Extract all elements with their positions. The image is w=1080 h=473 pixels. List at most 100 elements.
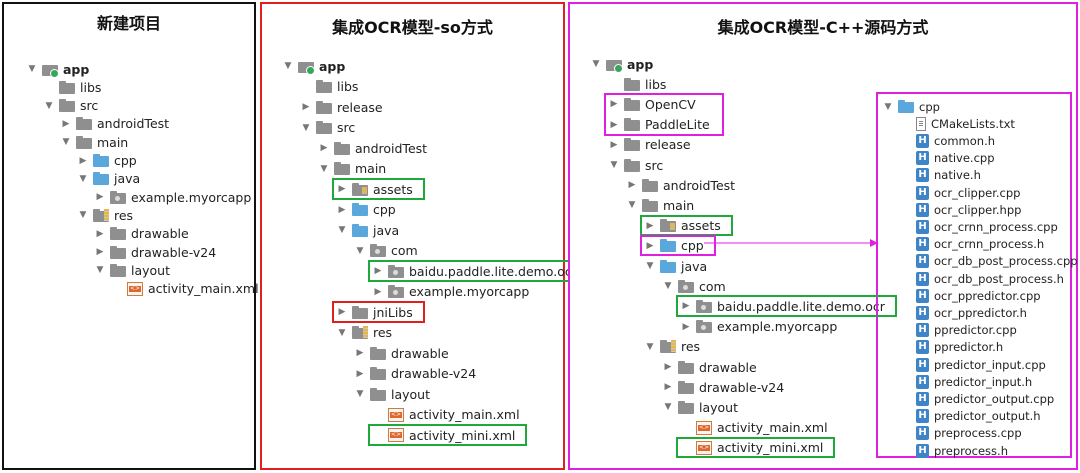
tree-item[interactable]: ▼com (662, 276, 726, 296)
tree-item[interactable]: ▶drawable-v24 (94, 242, 217, 262)
expand-right-icon[interactable]: ▶ (646, 240, 654, 251)
tree-item[interactable]: libs (608, 74, 666, 94)
expand-right-icon[interactable]: ▶ (320, 143, 328, 153)
tree-item[interactable]: ▼app (282, 56, 345, 76)
tree-item[interactable]: ▶cpp (644, 236, 704, 256)
expand-right-icon[interactable]: ▶ (96, 192, 104, 203)
expand-right-icon[interactable]: ▶ (610, 139, 618, 150)
tree-item[interactable]: ▼app (590, 54, 653, 74)
expand-right-icon[interactable]: ▶ (356, 348, 364, 358)
tree-item[interactable]: ▼res (644, 337, 701, 357)
tree-item[interactable]: libs (300, 77, 358, 97)
tree-item[interactable]: ▼main (626, 195, 695, 215)
tree-item[interactable]: activity_mini.xml (372, 425, 515, 445)
tree-item[interactable]: libs (43, 77, 101, 97)
expand-right-icon[interactable]: ▶ (96, 247, 104, 257)
expand-down-icon[interactable]: ▼ (28, 64, 36, 74)
expand-down-icon[interactable]: ▼ (610, 160, 618, 170)
expand-down-icon[interactable]: ▼ (356, 245, 364, 256)
tree-item[interactable]: ▶example.myorcapp (680, 317, 838, 337)
tree-item[interactable]: ▶drawable (94, 224, 189, 244)
tree-item[interactable]: ▼java (644, 256, 708, 276)
expand-down-icon[interactable]: ▼ (320, 163, 328, 174)
tree-item[interactable]: ▶OpenCV (608, 94, 696, 114)
tree-item[interactable]: ▶androidTest (626, 175, 736, 195)
expand-right-icon[interactable]: ▶ (646, 220, 654, 231)
tree-item[interactable]: ▶PaddleLite (608, 115, 710, 135)
expand-right-icon[interactable]: ▶ (682, 321, 690, 332)
expand-down-icon[interactable]: ▼ (592, 59, 600, 69)
expand-down-icon[interactable]: ▼ (302, 122, 310, 133)
expand-right-icon[interactable]: ▶ (628, 180, 636, 191)
tree-item[interactable]: ▶drawable-v24 (662, 377, 785, 397)
expand-right-icon[interactable]: ▶ (338, 204, 346, 215)
tree-item[interactable]: ▼main (60, 132, 129, 152)
expand-right-icon[interactable]: ▶ (302, 102, 310, 112)
expand-down-icon[interactable]: ▼ (96, 265, 104, 276)
expand-right-icon[interactable]: ▶ (664, 362, 672, 372)
expand-down-icon[interactable]: ▼ (45, 100, 53, 111)
tree-item[interactable]: activity_main.xml (372, 405, 520, 425)
expand-down-icon[interactable]: ▼ (646, 341, 654, 352)
expand-down-icon[interactable]: ▼ (62, 137, 70, 148)
expand-right-icon[interactable]: ▶ (96, 228, 104, 239)
tree-item[interactable]: ▶example.myorcapp (94, 187, 252, 207)
expand-right-icon[interactable]: ▶ (682, 301, 690, 312)
tree-item[interactable]: ▼src (43, 96, 99, 116)
tree-item[interactable]: ▼layout (662, 397, 738, 417)
tree-item[interactable]: ▶baidu.paddle.lite.demo.ocr (680, 296, 885, 316)
expand-right-icon[interactable]: ▶ (374, 286, 382, 297)
tree-item[interactable]: ▼layout (354, 384, 430, 404)
tree-item[interactable]: ▶drawable (354, 343, 449, 363)
tree-item[interactable]: ▼java (336, 220, 400, 240)
expand-right-icon[interactable]: ▶ (356, 368, 364, 379)
expand-down-icon[interactable]: ▼ (338, 225, 346, 235)
expand-right-icon[interactable]: ▶ (610, 99, 618, 110)
tree-item[interactable]: ▼res (77, 205, 134, 225)
expand-down-icon[interactable]: ▼ (628, 200, 636, 211)
tree-item[interactable]: ▶baidu.paddle.lite.demo.ocr (372, 261, 577, 281)
expand-down-icon[interactable]: ▼ (338, 327, 346, 338)
tree-item[interactable]: ▼com (354, 241, 418, 261)
expand-right-icon[interactable]: ▶ (338, 307, 346, 317)
expand-down-icon[interactable]: ▼ (884, 101, 892, 112)
tree-item[interactable]: activity_mini.xml (680, 438, 823, 458)
tree-item[interactable]: ▶release (300, 97, 383, 117)
tree-item[interactable]: ▶release (608, 135, 691, 155)
expand-down-icon[interactable]: ▼ (79, 210, 87, 221)
tree-item[interactable]: ▼res (336, 323, 393, 343)
tree-item[interactable]: ▶androidTest (318, 138, 428, 158)
tree-item[interactable]: activity_main.xml (111, 279, 259, 299)
tree-item[interactable]: ▶androidTest (60, 114, 170, 134)
tree-item[interactable]: ▼java (77, 169, 141, 189)
expand-right-icon[interactable]: ▶ (610, 119, 618, 130)
tree-item[interactable]: ▼layout (94, 260, 170, 280)
expand-right-icon[interactable]: ▶ (338, 184, 346, 194)
expand-down-icon[interactable]: ▼ (646, 261, 654, 271)
tree-item[interactable]: ▶cpp (336, 200, 396, 220)
tree-item[interactable]: CMakeLists.txt (900, 115, 1015, 132)
expand-down-icon[interactable]: ▼ (356, 389, 364, 399)
tree-item[interactable]: ▶assets (644, 216, 721, 236)
tree-item[interactable]: ▶assets (336, 179, 413, 199)
expand-down-icon[interactable]: ▼ (79, 173, 87, 184)
tree-item[interactable]: ▼main (318, 159, 387, 179)
tree-item[interactable]: ▶cpp (77, 151, 137, 171)
tree-item[interactable]: ▶example.myorcapp (372, 282, 530, 302)
